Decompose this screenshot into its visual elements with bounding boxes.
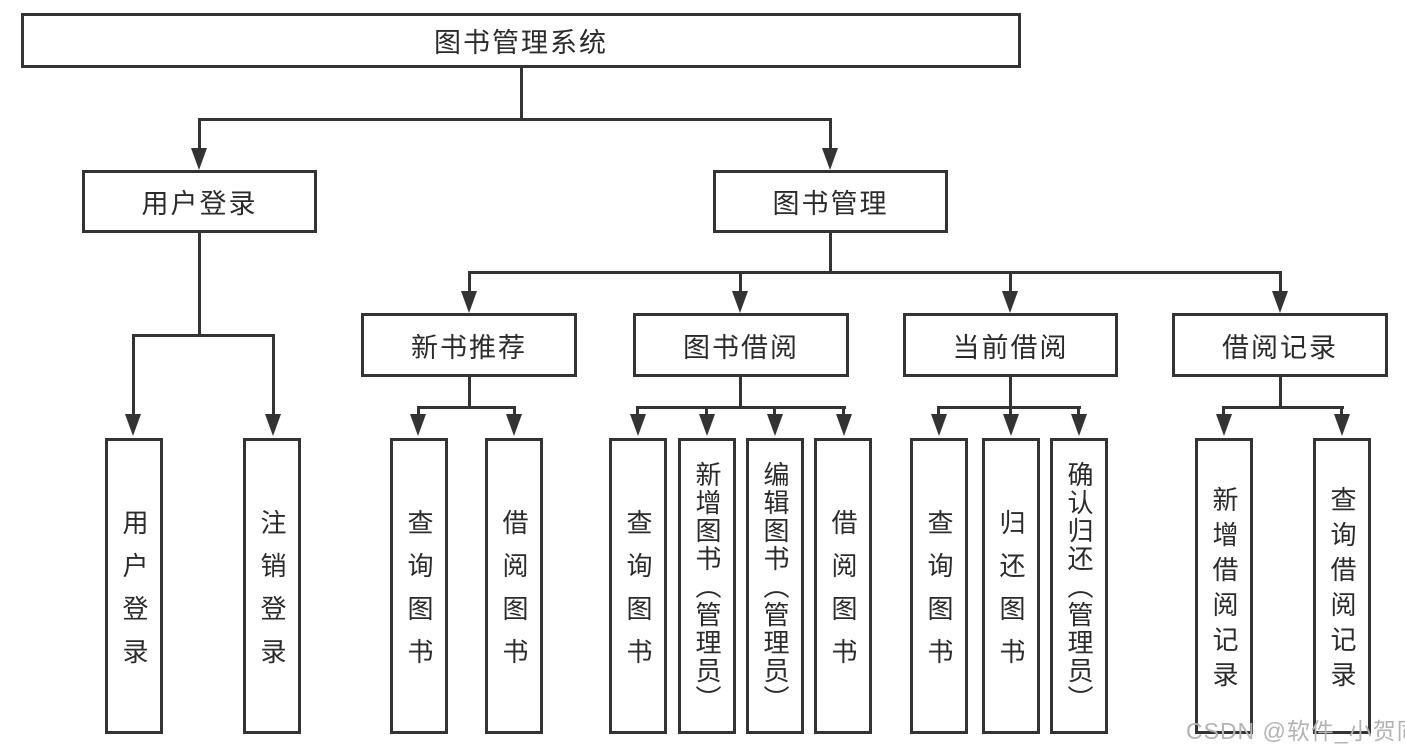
arrow-down-icon xyxy=(931,414,947,436)
connector-line xyxy=(773,406,776,418)
node-book-management: 图书管理 xyxy=(713,170,948,233)
node-new-book-recommend: 新书推荐 xyxy=(361,313,577,377)
leaf-logout-label: 注销登录 xyxy=(257,508,287,681)
connector-line xyxy=(1009,377,1012,409)
connector-line xyxy=(132,334,135,416)
leaf-add-book-admin: 新增图书（管理员） xyxy=(678,438,736,734)
leaf-confirm-return-admin-label: 确认归还（管理员） xyxy=(1064,461,1094,713)
connector-line xyxy=(636,406,846,409)
node-root-label: 图书管理系统 xyxy=(434,28,608,58)
connector-line xyxy=(705,406,708,418)
connector-line xyxy=(739,271,742,291)
connector-line xyxy=(468,271,471,291)
node-user-login: 用户登录 xyxy=(82,170,317,233)
connector-line xyxy=(198,118,201,150)
leaf-query-borrow-record-label: 查询借阅记录 xyxy=(1327,485,1357,696)
arrow-down-icon xyxy=(1071,414,1087,436)
connector-line xyxy=(198,233,201,337)
arrow-down-icon xyxy=(1002,291,1018,313)
connector-line xyxy=(1279,377,1282,409)
leaf-add-borrow-record-label: 新增借阅记录 xyxy=(1209,485,1239,696)
arrow-down-icon xyxy=(461,291,477,313)
leaf-query-books-1-label: 查询图书 xyxy=(404,508,434,681)
node-new-book-recommend-label: 新书推荐 xyxy=(411,332,527,363)
arrow-down-icon xyxy=(410,414,426,436)
leaf-user-login-label: 用户登录 xyxy=(119,508,149,681)
node-borrow-records: 借阅记录 xyxy=(1172,313,1388,377)
connector-line xyxy=(198,118,832,121)
arrow-down-icon xyxy=(767,414,783,436)
connector-line xyxy=(829,233,832,274)
arrow-down-icon xyxy=(506,414,522,436)
leaf-logout: 注销登录 xyxy=(243,438,301,734)
connector-line xyxy=(1340,406,1343,418)
leaf-query-books-3: 查询图书 xyxy=(910,438,968,734)
arrow-down-icon xyxy=(630,414,646,436)
connector-line xyxy=(468,271,1282,274)
connector-line xyxy=(1279,271,1282,291)
node-user-login-label: 用户登录 xyxy=(141,189,258,219)
arrow-down-icon xyxy=(125,414,141,436)
node-book-borrow: 图书借阅 xyxy=(633,313,849,377)
leaf-query-books-3-label: 查询图书 xyxy=(924,508,954,681)
leaf-query-borrow-record: 查询借阅记录 xyxy=(1313,438,1371,734)
connector-line xyxy=(1222,406,1344,409)
arrow-down-icon xyxy=(1272,291,1288,313)
connector-line xyxy=(513,406,516,418)
leaf-add-borrow-record: 新增借阅记录 xyxy=(1195,438,1253,734)
leaf-user-login: 用户登录 xyxy=(105,438,163,734)
node-current-borrow-label: 当前借阅 xyxy=(952,332,1069,363)
leaf-borrow-books-1-label: 借阅图书 xyxy=(499,508,529,681)
arrow-down-icon xyxy=(822,148,838,170)
arrow-down-icon xyxy=(191,148,207,170)
connector-line xyxy=(739,377,742,409)
connector-line xyxy=(1077,406,1080,418)
leaf-add-book-admin-label: 新增图书（管理员） xyxy=(692,461,722,713)
connector-line xyxy=(937,406,940,418)
node-borrow-records-label: 借阅记录 xyxy=(1222,332,1338,363)
leaf-edit-book-admin-label: 编辑图书（管理员） xyxy=(760,461,790,713)
leaf-borrow-books-2: 借阅图书 xyxy=(814,438,872,734)
node-root: 图书管理系统 xyxy=(21,13,1021,68)
node-current-borrow: 当前借阅 xyxy=(903,313,1118,377)
leaf-return-books-label: 归还图书 xyxy=(996,508,1026,681)
connector-line xyxy=(520,68,523,120)
arrow-down-icon xyxy=(1003,414,1019,436)
leaf-borrow-books-2-label: 借阅图书 xyxy=(828,508,858,681)
connector-line xyxy=(1222,406,1225,418)
leaf-borrow-books-1: 借阅图书 xyxy=(485,438,543,734)
arrow-down-icon xyxy=(1334,414,1350,436)
leaf-query-books-2-label: 查询图书 xyxy=(623,508,653,681)
arrow-down-icon xyxy=(699,414,715,436)
node-book-borrow-label: 图书借阅 xyxy=(683,332,799,363)
leaf-confirm-return-admin: 确认归还（管理员） xyxy=(1050,438,1108,734)
leaf-edit-book-admin: 编辑图书（管理员） xyxy=(746,438,804,734)
connector-line xyxy=(417,406,420,418)
arrow-down-icon xyxy=(732,291,748,313)
arrow-down-icon xyxy=(265,414,281,436)
leaf-query-books-1: 查询图书 xyxy=(390,438,448,734)
leaf-query-books-2: 查询图书 xyxy=(609,438,667,734)
node-book-management-label: 图书管理 xyxy=(772,189,889,219)
arrow-down-icon xyxy=(1216,414,1232,436)
connector-line xyxy=(468,377,471,409)
connector-line xyxy=(1009,271,1012,291)
connector-line xyxy=(842,406,845,418)
connector-line xyxy=(272,334,275,416)
connector-line xyxy=(132,334,275,337)
arrow-down-icon xyxy=(836,414,852,436)
watermark: CSDN @软件_小贺同学 xyxy=(1186,718,1405,744)
connector-line xyxy=(829,118,832,150)
connector-line xyxy=(417,406,516,409)
connector-line xyxy=(1009,406,1012,418)
leaf-return-books: 归还图书 xyxy=(982,438,1040,734)
connector-line xyxy=(636,406,639,418)
